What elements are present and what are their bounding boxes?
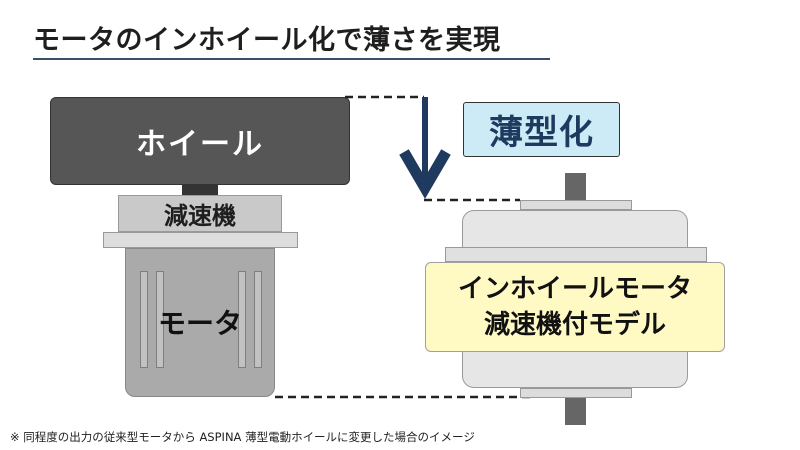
conventional-reducer: 減速機 bbox=[118, 195, 282, 232]
inwheel-shaft-bottom bbox=[565, 398, 586, 425]
thinning-badge: 薄型化 bbox=[463, 102, 620, 157]
wheel-label: ホイール bbox=[136, 127, 264, 162]
thinning-arrow-head bbox=[399, 149, 451, 199]
thinning-badge-label: 薄型化 bbox=[489, 113, 594, 153]
conventional-wheel: ホイール bbox=[50, 97, 350, 185]
wheel-shaft-connector bbox=[182, 185, 218, 195]
motor-vent-slot bbox=[238, 271, 246, 368]
footnote: ※ 同程度の出力の従来型モータから ASPINA 薄型電動ホイールに変更した場合… bbox=[10, 430, 475, 444]
inwheel-motor-ring bbox=[445, 247, 707, 262]
motor-vent-slot bbox=[156, 271, 164, 368]
inwheel-label-line1: インホイールモータ bbox=[457, 274, 692, 304]
motor-vent-slot bbox=[140, 271, 148, 368]
motor-vent-slot bbox=[254, 271, 262, 368]
page-title: モータのインホイール化で薄さを実現 bbox=[33, 25, 501, 56]
title-underline bbox=[33, 58, 550, 60]
inwheel-plate-top bbox=[520, 200, 632, 210]
inwheel-label-line2: 減速機付モデル bbox=[483, 310, 666, 340]
conventional-motor: モータ bbox=[125, 248, 275, 397]
motor-label: モータ bbox=[157, 307, 242, 340]
inwheel-shaft-top bbox=[565, 173, 586, 201]
inwheel-motor-label: インホイールモータ 減速機付モデル bbox=[425, 262, 725, 352]
motor-flange bbox=[103, 232, 298, 248]
reducer-label: 減速機 bbox=[164, 202, 236, 230]
inwheel-plate-bottom bbox=[520, 388, 632, 398]
